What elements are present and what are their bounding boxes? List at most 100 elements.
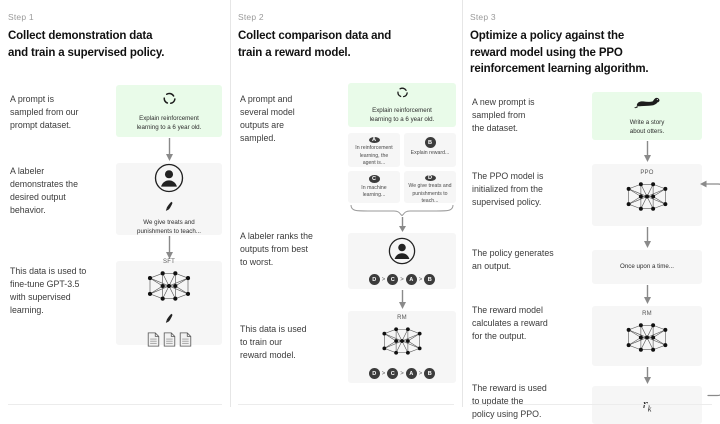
step-3-arrow-1 — [592, 140, 702, 164]
neural-net-icon — [621, 319, 673, 361]
step-2-rm-caption: RM — [397, 315, 407, 322]
step-3-baseline — [470, 404, 712, 405]
step-3-prompt-box[interactable]: Write a story about otters. — [592, 92, 702, 141]
step-2-rm-ranking-row: D > C > A > B — [368, 368, 436, 380]
rank-sep-3: > — [418, 276, 423, 283]
step-3-text-5: The reward is used to update the policy … — [472, 383, 547, 419]
step-1-arrow-2 — [116, 235, 222, 261]
output-badge-b: B — [424, 137, 436, 149]
output-badge-a: A — [368, 137, 380, 144]
person-circle-icon — [154, 163, 184, 198]
step-2-label: Step 2 — [238, 12, 264, 22]
divider-1 — [230, 0, 231, 407]
step-1-labeler-box[interactable]: We give treats and punishments to teach.… — [116, 163, 222, 236]
step-1-diagram: Explain reinforcement learning to a 6 ye… — [116, 85, 222, 347]
step-3-label: Step 3 — [470, 12, 496, 22]
step-1-column: Step 1 Collect demonstration data and tr… — [0, 0, 230, 407]
step-3-rm-caption: RM — [642, 311, 652, 318]
step-3-text-4: The reward model calculates a reward for… — [472, 305, 548, 341]
output-badge-d: D — [424, 175, 436, 182]
person-circle-icon — [388, 237, 416, 270]
rm-rank-sep-2: > — [400, 370, 404, 377]
step-2-prompt-text: Explain reinforcement learning to a 6 ye… — [369, 107, 435, 124]
step-3-prompt-text: Write a story about otters. — [629, 118, 665, 136]
step-2-arrow-1 — [348, 216, 456, 233]
output-text-a: In reinforcement learning, the agent is.… — [355, 145, 393, 166]
pen-icon — [164, 199, 174, 217]
step-1-train-box[interactable]: SFT — [116, 259, 222, 347]
step-3-diagram: Write a story about otters. PPO — [592, 92, 702, 424]
rm-rank-node-3: A — [405, 368, 417, 380]
step-2-column: Step 2 Collect comparison data and train… — [230, 0, 462, 407]
step-2-arrow-2 — [348, 289, 456, 311]
step-3-text-1: A new prompt is sampled from the dataset… — [472, 97, 535, 133]
step-3-ppo-caption: PPO — [640, 170, 654, 177]
output-text-d: We give treats and punishments to teach.… — [408, 183, 452, 204]
documents-icon — [147, 332, 192, 347]
step-3-text-3: The policy generates an output. — [472, 248, 554, 271]
step-1-labeler-text: We give treats and punishments to teach.… — [137, 218, 201, 235]
step-3-title: Optimize a policy against the reward mod… — [470, 30, 649, 76]
step-2-title: Collect comparison data and train a rewa… — [238, 30, 392, 59]
step-3-arrow-2 — [592, 226, 702, 250]
step-2-diagram: Explain reinforcement learning to a 6 ye… — [348, 83, 456, 384]
step-1-prompt-box[interactable]: Explain reinforcement learning to a 6 ye… — [116, 85, 222, 138]
rank-sep-1: > — [381, 276, 386, 283]
step-3-ppo-box[interactable]: PPO — [592, 164, 702, 227]
step-2-prompt-box[interactable]: Explain reinforcement learning to a 6 ye… — [348, 83, 456, 128]
recycle-icon — [396, 86, 409, 104]
step-3-output-text: Once upon a time... — [620, 263, 674, 271]
step-3-text-2: The PPO model is initialized from the su… — [472, 171, 544, 207]
pen-icon — [164, 311, 174, 329]
rm-rank-sep-1: > — [381, 370, 386, 377]
neural-net-icon — [377, 323, 427, 364]
step-2-output-b[interactable]: B Explain reward... — [404, 133, 456, 168]
step-3-column: Step 3 Optimize a policy against the rew… — [462, 0, 720, 424]
step-3-arrow-3 — [592, 284, 702, 306]
step-2-ranker-box[interactable]: D > C > A > B — [348, 233, 456, 290]
output-badge-c: C — [368, 175, 380, 183]
step-2-text-1: A prompt and several model outputs are s… — [240, 94, 295, 143]
step-2-ranking-row: D > C > A > B — [368, 274, 436, 286]
step-2-outputs-grid: A In reinforcement learning, the agent i… — [348, 133, 456, 204]
rank-node-4: B — [424, 274, 436, 286]
step-2-text-3: This data is used to train our reward mo… — [240, 324, 307, 360]
otter-icon — [633, 96, 661, 115]
step-1-text-3: This data is used to fine-tune GPT-3.5 w… — [10, 266, 87, 315]
step-1-prompt-text: Explain reinforcement learning to a 6 ye… — [136, 114, 202, 131]
output-text-b: Explain reward... — [410, 150, 450, 157]
step-1-arrow-1 — [116, 137, 222, 163]
step-1-text-2: A labeler demonstrates the desired outpu… — [10, 166, 78, 215]
rank-node-1: D — [368, 274, 380, 286]
rm-rank-sep-3: > — [418, 370, 423, 377]
divider-2 — [462, 0, 463, 407]
step-1-text-1: A prompt is sampled from our prompt data… — [10, 94, 79, 130]
step-2-baseline — [238, 404, 454, 405]
step-3-rm-box[interactable]: RM — [592, 306, 702, 367]
step-2-output-d[interactable]: D We give treats and punishments to teac… — [404, 171, 456, 204]
neural-net-icon — [621, 178, 673, 220]
rm-rank-node-1: D — [368, 368, 380, 380]
rm-rank-node-4: B — [424, 368, 436, 380]
step-1-baseline — [8, 404, 222, 405]
reward-symbol: r — [643, 396, 648, 411]
step-2-output-a[interactable]: A In reinforcement learning, the agent i… — [348, 133, 400, 168]
rank-node-3: A — [405, 274, 417, 286]
output-text-c: In machine learning... — [361, 184, 387, 199]
feedback-arrow — [700, 140, 720, 410]
step-2-text-2: A labeler ranks the outputs from best to… — [240, 231, 313, 267]
step-3-output-box[interactable]: Once upon a time... — [592, 250, 702, 285]
neural-net-icon — [142, 267, 196, 310]
reward-subscript: k — [647, 404, 652, 414]
step-3-arrow-4 — [592, 366, 702, 386]
step-1-title: Collect demonstration data and train a s… — [8, 30, 165, 59]
step-1-label: Step 1 — [8, 12, 34, 22]
step-1-sft-caption: SFT — [163, 259, 175, 266]
step-3-reward-box[interactable]: rk — [592, 386, 702, 424]
step-2-brace — [348, 204, 456, 217]
step-2-reward-box[interactable]: RM — [348, 311, 456, 384]
rank-sep-2: > — [400, 276, 404, 283]
recycle-icon — [162, 91, 177, 111]
step-2-output-c[interactable]: C In machine learning... — [348, 171, 400, 204]
